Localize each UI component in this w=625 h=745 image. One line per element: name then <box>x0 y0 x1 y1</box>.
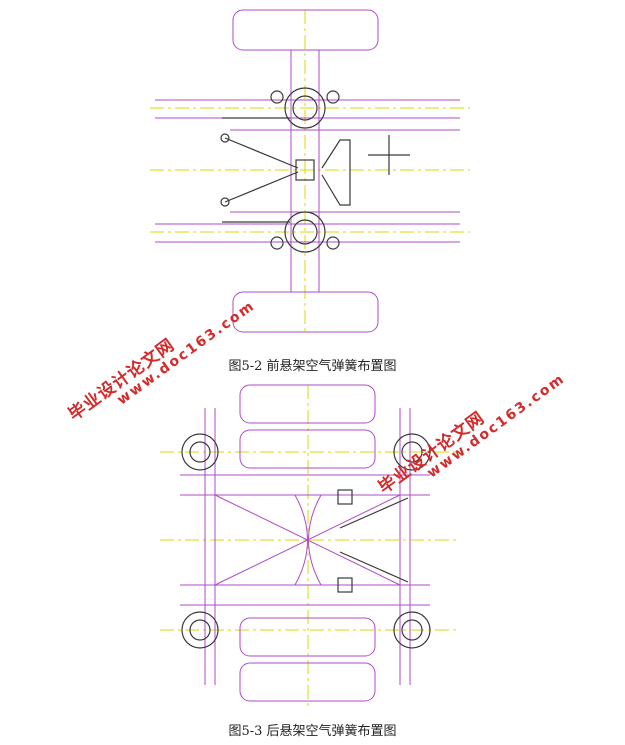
rear-suspension-caption: 图5-3 后悬架空气弹簧布置图 <box>228 724 397 739</box>
front-suspension-drawing <box>150 9 470 335</box>
rear-suspension-figure <box>0 380 625 715</box>
rear-suspension-drawing <box>160 384 460 710</box>
front-suspension-figure <box>0 0 625 345</box>
front-suspension-caption: 图5-2 前悬架空气弹簧布置图 <box>228 359 397 374</box>
